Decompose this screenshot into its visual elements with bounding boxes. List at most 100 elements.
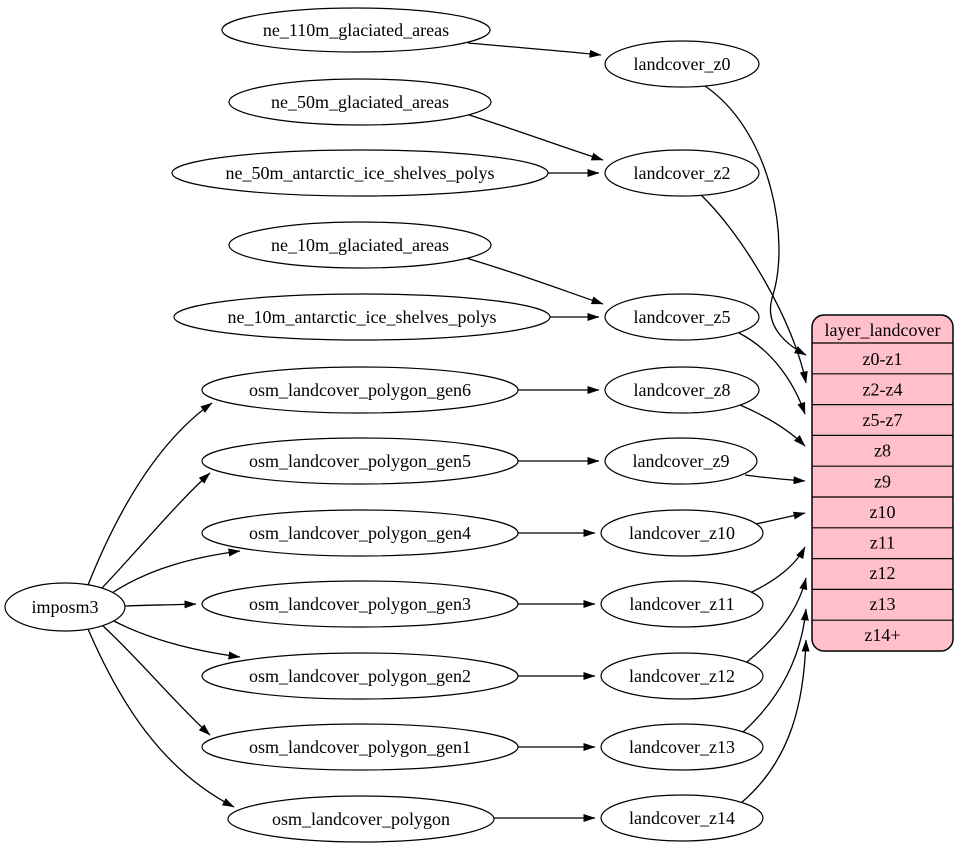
edge-landcover_z11-layer-row-z11 (751, 546, 806, 593)
node-landcover_z8: landcover_z8 (604, 366, 760, 414)
node-label: osm_landcover_polygon_gen5 (249, 451, 471, 471)
layer-title: layer_landcover (825, 320, 941, 340)
node-label: landcover_z8 (634, 380, 731, 400)
edge-imposm3-osm_landcover_polygon_gen6 (87, 402, 213, 586)
node-osm_landcover_polygon_gen1: osm_landcover_polygon_gen1 (201, 723, 519, 771)
node-ne_50m_antarctic_ice_shelves_polys: ne_50m_antarctic_ice_shelves_polys (171, 149, 549, 197)
node-ellipse (201, 366, 519, 414)
layer-row-z14plus: z14+ (864, 625, 900, 645)
node-ellipse (604, 437, 758, 485)
node-label: osm_landcover_polygon_gen6 (249, 380, 471, 400)
node-ellipse (228, 78, 492, 126)
node-ellipse (4, 582, 126, 632)
node-label: landcover_z12 (629, 666, 735, 686)
node-landcover_z10: landcover_z10 (600, 509, 764, 557)
node-label: landcover_z0 (634, 54, 731, 74)
edge-landcover_z12-layer-row-z12 (746, 577, 808, 663)
node-ellipse (221, 7, 491, 53)
node-osm_landcover_polygon_gen3: osm_landcover_polygon_gen3 (201, 580, 519, 628)
node-label: landcover_z11 (629, 594, 734, 614)
layer-row-z2-z4: z2-z4 (863, 380, 903, 400)
layer-row-z5-z7: z5-z7 (863, 410, 903, 430)
node-imposm3: imposm3 (4, 582, 126, 632)
layer-row-z13: z13 (870, 594, 896, 614)
node-landcover_z5: landcover_z5 (604, 293, 760, 341)
node-label: osm_landcover_polygon_gen3 (249, 594, 471, 614)
node-ellipse (604, 40, 760, 88)
edge-landcover_z0-layer-row-z0-z1 (704, 85, 807, 356)
node-label: osm_landcover_polygon_gen2 (249, 666, 471, 686)
node-ellipse (173, 293, 551, 341)
edge-landcover_z9-layer-row-z9 (744, 474, 806, 485)
node-ellipse (604, 293, 760, 341)
nodes-layer: imposm3 ne_110m_glaciated_areas ne_50m_g… (4, 7, 764, 843)
edge-ne_10m_glaciated_areas-landcover_z5 (465, 257, 604, 305)
node-ellipse (201, 509, 519, 557)
edge-landcover_z8-layer-row-z8 (739, 404, 806, 447)
node-label: ne_10m_antarctic_ice_shelves_polys (228, 307, 497, 327)
layer-row-z8: z8 (874, 441, 891, 461)
node-landcover_z2: landcover_z2 (604, 149, 760, 197)
node-ellipse (227, 795, 495, 843)
node-ellipse (604, 149, 760, 197)
node-osm_landcover_polygon_gen4: osm_landcover_polygon_gen4 (201, 509, 519, 557)
edge-imposm3-osm_landcover_polygon_gen3 (124, 600, 197, 609)
node-landcover_z0: landcover_z0 (604, 40, 760, 88)
node-ellipse (600, 580, 764, 628)
layer-record-box (811, 314, 954, 652)
edge-imposm3-osm_landcover_polygon (87, 628, 235, 808)
node-label: landcover_z14 (629, 808, 735, 828)
node-label: landcover_z13 (629, 737, 735, 757)
node-label: osm_landcover_polygon_gen1 (249, 737, 471, 757)
node-osm_landcover_polygon_gen5: osm_landcover_polygon_gen5 (201, 437, 519, 485)
node-ellipse (228, 221, 492, 269)
node-label: ne_50m_glaciated_areas (271, 92, 449, 112)
node-ellipse (171, 149, 549, 197)
edge-imposm3-osm_landcover_polygon_gen1 (101, 624, 211, 736)
node-osm_landcover_polygon: osm_landcover_polygon (227, 795, 495, 843)
layer-row-z10: z10 (870, 502, 896, 522)
layer-row-z12: z12 (870, 563, 896, 583)
node-label: imposm3 (31, 597, 98, 617)
node-ellipse (604, 366, 760, 414)
node-label: landcover_z2 (634, 163, 731, 183)
node-ne_10m_antarctic_ice_shelves_polys: ne_10m_antarctic_ice_shelves_polys (173, 293, 551, 341)
node-landcover_z11: landcover_z11 (600, 580, 764, 628)
node-osm_landcover_polygon_gen2: osm_landcover_polygon_gen2 (201, 652, 519, 700)
node-ellipse (201, 723, 519, 771)
node-osm_landcover_polygon_gen6: osm_landcover_polygon_gen6 (201, 366, 519, 414)
node-ellipse (201, 580, 519, 628)
node-label: landcover_z9 (633, 451, 730, 471)
edge-landcover_z10-layer-row-z10 (755, 511, 806, 525)
node-layer_landcover: layer_landcover z0-z1 z2-z4 z5-z7 z8 z9 … (811, 314, 954, 652)
node-ne_110m_glaciated_areas: ne_110m_glaciated_areas (221, 7, 491, 53)
layer-row-z0-z1: z0-z1 (863, 349, 903, 369)
node-ellipse (201, 437, 519, 485)
node-landcover_z12: landcover_z12 (600, 652, 764, 700)
edge-imposm3-osm_landcover_polygon_gen5 (101, 472, 211, 589)
edge-landcover_z13-layer-row-z13 (742, 608, 809, 733)
node-landcover_z14: landcover_z14 (600, 794, 764, 842)
node-label: ne_50m_antarctic_ice_shelves_polys (226, 163, 495, 183)
node-ellipse (600, 509, 764, 557)
node-label: landcover_z5 (634, 307, 731, 327)
node-label: osm_landcover_polygon_gen4 (249, 523, 471, 543)
edge-imposm3-osm_landcover_polygon_gen4 (111, 548, 241, 594)
edge-landcover_z5-layer-row-z5-z7 (738, 332, 806, 415)
layer-row-z11: z11 (870, 533, 895, 553)
edge-landcover_z14-layer-row-z14plus (740, 639, 810, 804)
node-ellipse (600, 723, 764, 771)
node-label: landcover_z10 (629, 523, 735, 543)
node-ne_50m_glaciated_areas: ne_50m_glaciated_areas (228, 78, 492, 126)
node-landcover_z13: landcover_z13 (600, 723, 764, 771)
edge-ne_110m_glaciated_areas-landcover_z0 (467, 42, 602, 58)
node-landcover_z9: landcover_z9 (604, 437, 758, 485)
node-label: ne_10m_glaciated_areas (271, 235, 449, 255)
edge-imposm3-osm_landcover_polygon_gen2 (111, 619, 241, 660)
edges-layer (87, 42, 810, 822)
edge-landcover_z2-layer-row-z2-z4 (699, 193, 808, 384)
node-label: osm_landcover_polygon (272, 809, 450, 829)
node-ellipse (600, 652, 764, 700)
